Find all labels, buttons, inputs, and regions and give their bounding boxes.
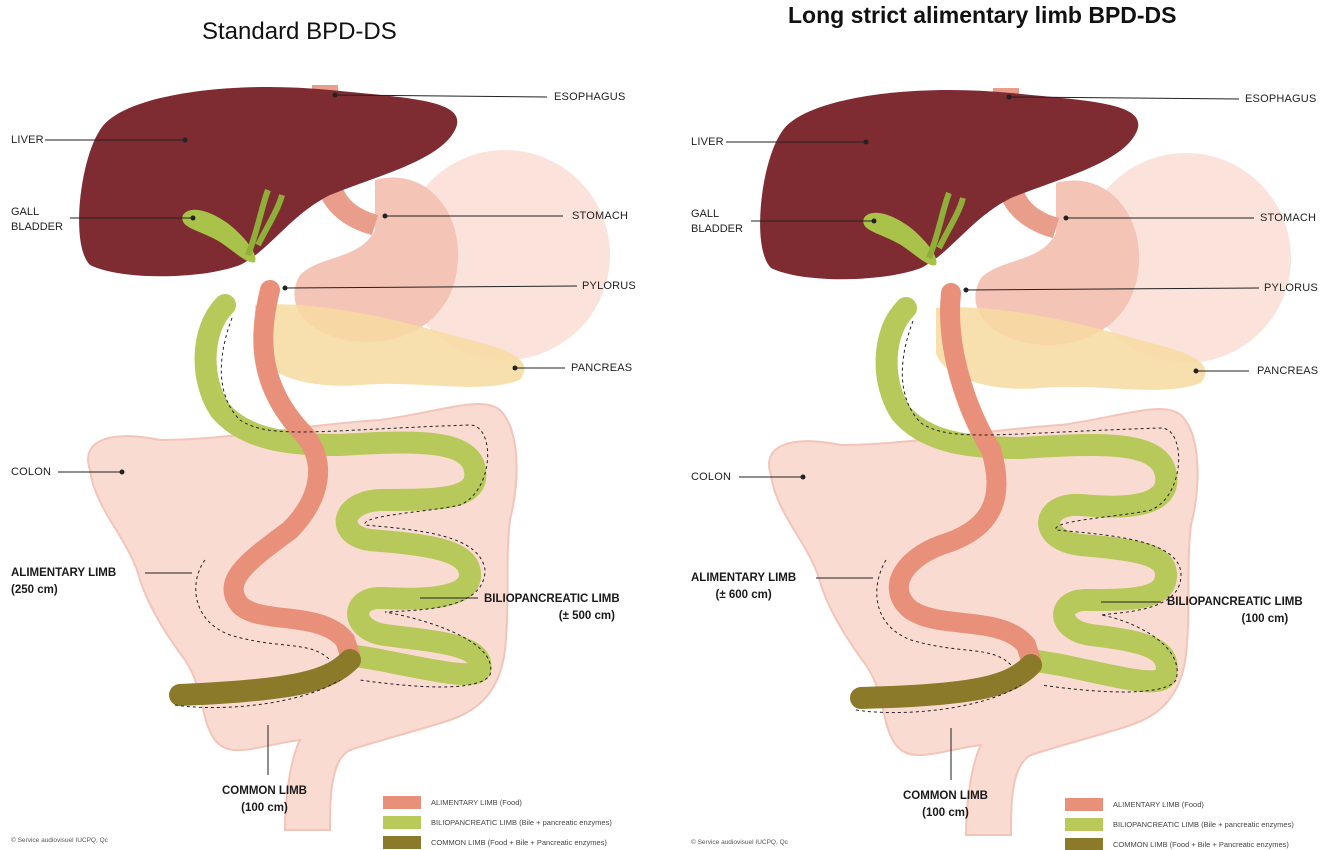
biliopancreatic-limb-name: BILIOPANCREATIC LIMB [1167, 596, 1303, 608]
alimentary-limb-length: (± 600 cm) [716, 589, 772, 601]
colon-label: COLON [691, 471, 731, 483]
gall-bladder-label: GALL BLADDER [11, 205, 63, 235]
standard-bpd-ds-panel: Standard BPD-DS ESOPHAGUS LIVER GALL BLA… [0, 0, 661, 850]
common-swatch [383, 836, 421, 849]
common-limb-name: COMMON LIMB [903, 790, 988, 802]
legend-label: COMMON LIMB (Food + Bile + Pancreatic en… [431, 838, 607, 847]
pylorus-label: PYLORUS [582, 280, 636, 292]
long-alimentary-bpd-ds-panel: Long strict alimentary limb BPD-DS ESOPH… [661, 0, 1322, 850]
legend-label: BILIOPANCREATIC LIMB (Bile + pancreatic … [1113, 820, 1294, 829]
legend-item-alimentary: ALIMENTARY LIMB (Food) [1065, 797, 1294, 812]
pancreas-label: PANCREAS [1257, 365, 1318, 377]
gall-label-line2: BLADDER [11, 221, 63, 233]
credit: © Service audiovisuel IUCPQ, Qc [11, 837, 108, 844]
pylorus-label: PYLORUS [1264, 282, 1318, 294]
legend-item-common: COMMON LIMB (Food + Bile + Pancreatic en… [383, 835, 612, 850]
legend-label: ALIMENTARY LIMB (Food) [431, 798, 522, 807]
panel-title: Long strict alimentary limb BPD-DS [788, 2, 1177, 29]
gall-label-line2: BLADDER [691, 223, 743, 235]
stomach-label: STOMACH [572, 210, 628, 222]
common-limb-label: COMMON LIMB (100 cm) [222, 783, 307, 817]
biliopancreatic-swatch [383, 816, 421, 829]
alimentary-limb-name: ALIMENTARY LIMB [691, 572, 796, 584]
panel-title: Standard BPD-DS [202, 18, 397, 46]
legend-item-biliopancreatic: BILIOPANCREATIC LIMB (Bile + pancreatic … [1065, 817, 1294, 832]
legend-item-alimentary: ALIMENTARY LIMB (Food) [383, 795, 612, 810]
biliopancreatic-limb-label: BILIOPANCREATIC LIMB (± 500 cm) [484, 591, 620, 625]
biliopancreatic-limb-label: BILIOPANCREATIC LIMB (100 cm) [1167, 594, 1303, 628]
liver-label: LIVER [11, 134, 44, 146]
alimentary-limb-label: ALIMENTARY LIMB (± 600 cm) [691, 570, 796, 604]
legend-label: ALIMENTARY LIMB (Food) [1113, 800, 1204, 809]
alimentary-swatch [383, 796, 421, 809]
colon-label: COLON [11, 466, 51, 478]
legend-label: BILIOPANCREATIC LIMB (Bile + pancreatic … [431, 818, 612, 827]
biliopancreatic-swatch [1065, 818, 1103, 831]
gall-label-line1: GALL [691, 208, 719, 220]
biliopancreatic-limb-length: (100 cm) [1241, 613, 1288, 625]
common-limb-length: (100 cm) [922, 807, 969, 819]
gall-bladder-label: GALL BLADDER [691, 207, 743, 237]
legend-label: COMMON LIMB (Food + Bile + Pancreatic en… [1113, 840, 1289, 849]
gall-label-line1: GALL [11, 206, 39, 218]
esophagus-label: ESOPHAGUS [554, 91, 626, 103]
alimentary-swatch [1065, 798, 1103, 811]
liver-label: LIVER [691, 136, 724, 148]
legend-item-common: COMMON LIMB (Food + Bile + Pancreatic en… [1065, 837, 1294, 850]
alimentary-limb-name: ALIMENTARY LIMB [11, 567, 116, 579]
biliopancreatic-limb-length: (± 500 cm) [559, 610, 615, 622]
esophagus-label: ESOPHAGUS [1245, 93, 1317, 105]
pancreas-label: PANCREAS [571, 362, 632, 374]
anatomy-illustration [661, 0, 1322, 850]
legend-item-biliopancreatic: BILIOPANCREATIC LIMB (Bile + pancreatic … [383, 815, 612, 830]
legend: ALIMENTARY LIMB (Food) BILIOPANCREATIC L… [383, 795, 612, 850]
common-swatch [1065, 838, 1103, 850]
stomach-label: STOMACH [1260, 212, 1316, 224]
legend: ALIMENTARY LIMB (Food) BILIOPANCREATIC L… [1065, 797, 1294, 850]
credit: © Service audiovisuel IUCPQ, Qc [691, 839, 788, 846]
anatomy-illustration [0, 0, 661, 850]
common-limb-label: COMMON LIMB (100 cm) [903, 788, 988, 822]
common-limb-name: COMMON LIMB [222, 785, 307, 797]
biliopancreatic-limb-name: BILIOPANCREATIC LIMB [484, 593, 620, 605]
common-limb-length: (100 cm) [241, 802, 288, 814]
alimentary-limb-label: ALIMENTARY LIMB (250 cm) [11, 565, 116, 599]
alimentary-limb-length: (250 cm) [11, 584, 58, 596]
